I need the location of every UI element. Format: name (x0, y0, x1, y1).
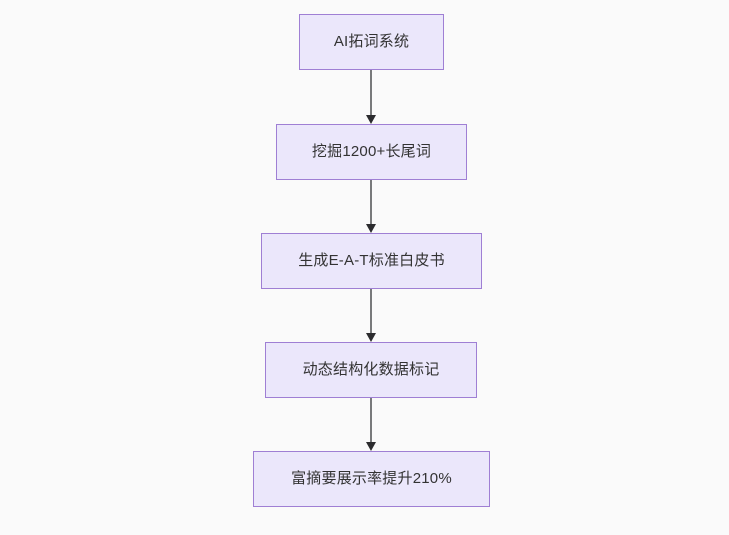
flow-node[interactable]: 挖掘1200+长尾词 (276, 124, 467, 180)
flow-node-label: 动态结构化数据标记 (302, 361, 440, 378)
flow-node-label: AI拓词系统 (333, 33, 410, 50)
arrowhead-icon (366, 333, 376, 342)
arrowhead-icon (366, 442, 376, 451)
flow-node-label: 挖掘1200+长尾词 (311, 143, 432, 160)
arrowhead-icon (366, 115, 376, 124)
edge-line (370, 398, 372, 443)
flow-node[interactable]: 生成E-A-T标准白皮书 (261, 233, 482, 289)
arrowhead-icon (366, 224, 376, 233)
flow-node-label: 富摘要展示率提升210% (291, 470, 452, 487)
flow-node[interactable]: AI拓词系统 (299, 14, 444, 70)
edge-line (370, 70, 372, 116)
flow-node[interactable]: 动态结构化数据标记 (265, 342, 477, 398)
edge-line (370, 180, 372, 225)
edge-line (370, 289, 372, 334)
flow-node-label: 生成E-A-T标准白皮书 (298, 252, 445, 269)
flow-node[interactable]: 富摘要展示率提升210% (253, 451, 490, 507)
